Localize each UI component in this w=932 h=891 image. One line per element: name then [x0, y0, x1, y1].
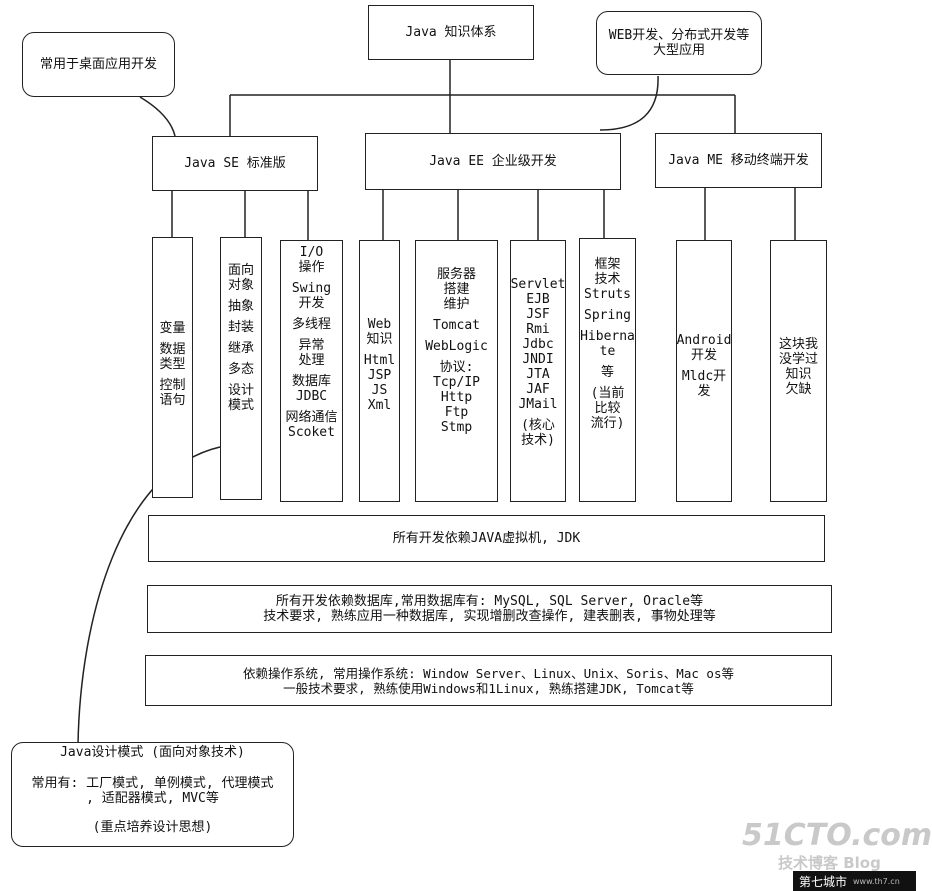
se-io-item: 网络通信 Scoket: [285, 410, 338, 440]
se-basic-item: 数据 类型: [159, 342, 186, 372]
ee-framework-item: Hiberna te: [580, 329, 635, 359]
ee-core-column: Servlet EJB JSF Rmi Jdbc JNDI JTA JAF JM…: [510, 240, 566, 502]
watermark-site: www.th7.cn: [853, 876, 900, 886]
patterns-note-footer: (重点培养设计思想): [92, 820, 213, 835]
se-basics-column: 变量 数据 类型 控制 语句: [152, 237, 193, 498]
ee-server-item: Tomcat: [433, 318, 480, 333]
se-oop-item: 封装: [227, 320, 254, 335]
java-me-label: Java ME 移动终端开发: [668, 153, 809, 168]
patterns-note-body: 常用有: 工厂模式, 单例模式, 代理模式 , 适配器模式, MVC等: [31, 776, 274, 806]
desktop-note: 常用于桌面应用开发: [22, 32, 175, 97]
se-oop-item: 继承: [227, 341, 254, 356]
java-ee-label: Java EE 企业级开发: [429, 154, 557, 169]
jvm-foundation-bar: 所有开发依赖JAVA虚拟机, JDK: [148, 515, 825, 562]
watermark-brand: 51CTO.com: [742, 818, 932, 853]
callout-web: [599, 75, 659, 131]
web-note-label: WEB开发、分布式开发等 大型应用: [608, 28, 750, 58]
callout-desktop: [139, 96, 176, 137]
ee-server-item: 协议: Tcp/IP Http Ftp Stmp: [433, 360, 480, 435]
java-me-node: Java ME 移动终端开发: [655, 133, 822, 188]
se-io-column: I/O 操作 Swing 开发 多线程 异常 处理 数据库 JDBC 网络通信 …: [280, 240, 343, 502]
watermark-badge: 第七城市 www.th7.cn: [793, 871, 916, 891]
se-oop-item: 面向 对象: [227, 263, 254, 293]
os-line-1: 依赖操作系统, 常用操作系统: Window Server、Linux、Unix…: [243, 665, 734, 681]
se-oop-column: 面向 对象 抽象 封装 继承 多态 设计 模式: [220, 237, 262, 500]
desktop-note-label: 常用于桌面应用开发: [39, 57, 157, 72]
database-line-2: 技术要求, 熟练应用一种数据库, 实现增删改查操作, 建表删表, 事物处理等: [263, 609, 716, 624]
ee-framework-item: 等: [600, 365, 614, 380]
se-io-item: I/O 操作: [298, 245, 325, 275]
ee-web-column: Web 知识 Html JSP JS Xml: [359, 240, 400, 502]
me-android-item: Android 开发: [676, 333, 732, 363]
java-se-node: Java SE 标准版: [152, 136, 318, 191]
ee-server-item: WebLogic: [425, 339, 488, 354]
se-io-item: Swing 开发: [291, 281, 332, 311]
se-io-item: 多线程: [291, 317, 331, 332]
ee-web-item: Html JSP JS Xml: [363, 353, 396, 413]
ee-core-item: (核心 技术): [521, 418, 555, 448]
me-android-item: Mldc开 发: [681, 369, 727, 399]
ee-core-item: Servlet EJB JSF Rmi Jdbc JNDI JTA JAF JM…: [510, 277, 566, 412]
root-node-label: Java 知识体系: [405, 25, 497, 40]
os-line-2: 一般技术要求, 熟练使用Windows和1Linux, 熟练搭建JDK, Tom…: [283, 680, 694, 696]
ee-server-item: 服务器 搭建 维护: [436, 267, 476, 312]
se-basic-item: 变量: [159, 321, 186, 336]
se-io-item: 数据库 JDBC: [291, 374, 331, 404]
se-oop-item: 多态: [227, 362, 254, 377]
se-basic-item: 控制 语句: [159, 378, 186, 408]
se-io-item: 异常 处理: [298, 338, 325, 368]
database-line-1: 所有开发依赖数据库,常用数据库有: MySQL, SQL Server, Ora…: [275, 594, 704, 609]
se-oop-item: 抽象: [227, 299, 254, 314]
ee-framework-item: (当前 比较 流行): [590, 386, 625, 431]
design-patterns-note: Java设计模式 (面向对象技术) 常用有: 工厂模式, 单例模式, 代理模式 …: [11, 742, 294, 847]
ee-framework-item: Spring: [584, 308, 631, 323]
ee-web-item: Web 知识: [366, 317, 393, 347]
java-ee-node: Java EE 企业级开发: [365, 133, 621, 190]
watermark-badge-label: 第七城市: [799, 874, 848, 889]
ee-framework-item: 框架 技术 Struts: [584, 257, 631, 302]
me-android-column: Android 开发 Mldc开 发: [676, 240, 732, 502]
root-node: Java 知识体系: [368, 5, 534, 60]
patterns-note-title: Java设计模式 (面向对象技术): [60, 745, 245, 760]
se-oop-item: 设计 模式: [227, 383, 254, 413]
os-foundation-bar: 依赖操作系统, 常用操作系统: Window Server、Linux、Unix…: [145, 655, 832, 706]
me-gap-column: 这块我 没学过 知识 欠缺: [770, 240, 827, 502]
ee-server-column: 服务器 搭建 维护 Tomcat WebLogic 协议: Tcp/IP Htt…: [415, 240, 498, 502]
me-gap-item: 这块我 没学过 知识 欠缺: [778, 337, 818, 397]
web-note: WEB开发、分布式开发等 大型应用: [596, 11, 762, 75]
watermark-blog: 技术博客 Blog: [778, 854, 881, 872]
java-se-label: Java SE 标准版: [184, 156, 286, 171]
database-foundation-bar: 所有开发依赖数据库,常用数据库有: MySQL, SQL Server, Ora…: [147, 585, 832, 633]
jvm-foundation-label: 所有开发依赖JAVA虚拟机, JDK: [392, 531, 581, 546]
ee-framework-column: 框架 技术 Struts Spring Hiberna te 等 (当前 比较 …: [579, 238, 636, 502]
